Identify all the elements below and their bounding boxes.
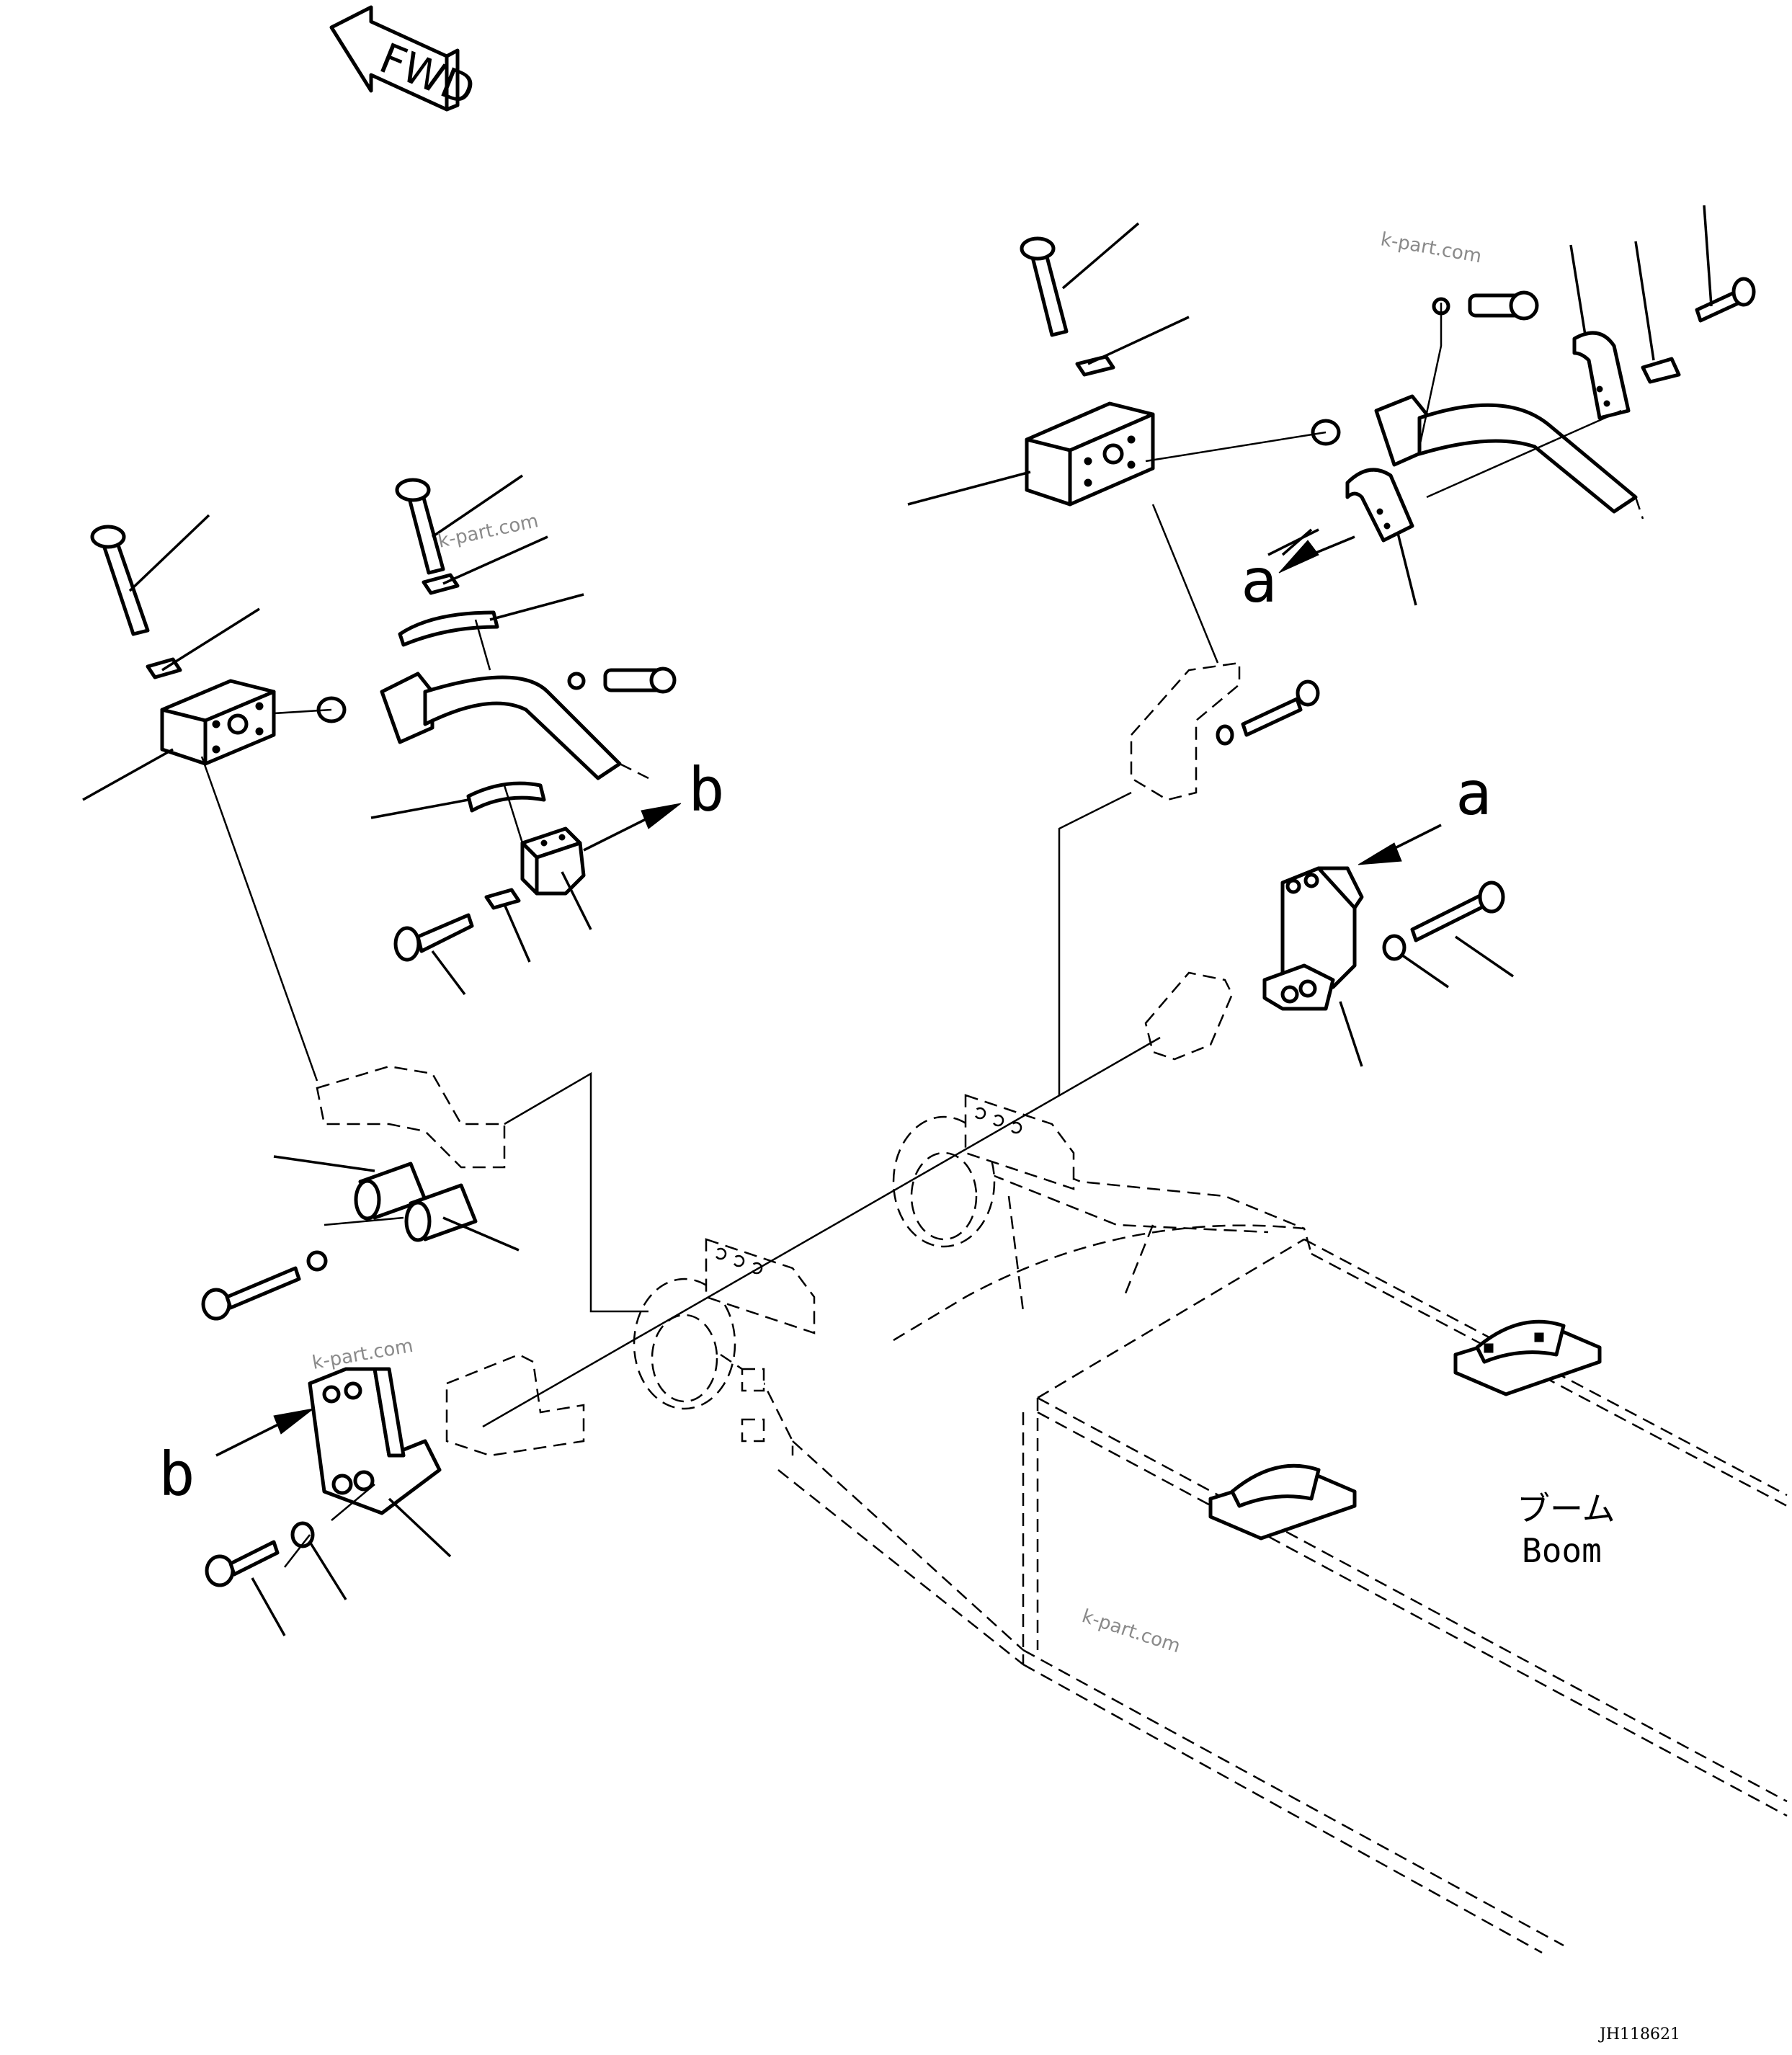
plug-icon (603, 667, 677, 694)
drawing-code: JH118621 (1598, 2025, 1680, 2043)
bracket-a-upper (1262, 866, 1364, 1011)
fwd-arrow-icon: FWD (329, 5, 482, 115)
block-icon (520, 826, 586, 896)
bracket-dashed (1130, 661, 1241, 801)
clamp-half-icon (466, 781, 546, 813)
watermark: k-part.com (1079, 1605, 1183, 1657)
plate-washer-icon (484, 888, 521, 910)
washer-icon (290, 1521, 315, 1548)
bracket-dashed (445, 1353, 585, 1457)
pipe-left (380, 672, 649, 780)
bolt-icon (1216, 679, 1320, 746)
bracket-b-lower (308, 1367, 442, 1515)
clamp-half-icon (398, 610, 499, 647)
bolt-icon (1410, 881, 1505, 942)
bolt-icon (201, 1266, 301, 1321)
bolt-icon (90, 525, 150, 636)
washer-icon (567, 672, 586, 690)
boom (633, 1094, 1788, 1954)
plate-washer-icon (422, 573, 460, 595)
callout-a-label: a (1241, 545, 1278, 616)
boom-label-jp: ブーム (1517, 1489, 1615, 1528)
boom-clamp-upper (1453, 1319, 1602, 1396)
boom-label-en: Boom (1522, 1531, 1602, 1570)
bracket-dashed (1144, 971, 1234, 1061)
callout-b-label: b (159, 1439, 195, 1510)
clamp-bracket-icon (1345, 468, 1414, 543)
plate-washer-icon (1641, 357, 1681, 384)
watermark: k-part.com (1379, 228, 1484, 267)
washer-icon (1382, 934, 1407, 961)
callout-arrows (215, 528, 1442, 1457)
callout-a-label: a (1456, 758, 1492, 829)
plug-icon (1468, 290, 1539, 321)
pipe-right (1374, 394, 1644, 520)
manifold-block-left (160, 679, 276, 766)
collar-icon (354, 1162, 427, 1221)
clamp-bracket-icon (1572, 331, 1631, 420)
boom-clamp-lower (1208, 1463, 1357, 1541)
washer-icon (306, 1250, 328, 1272)
callout-b-label: b (688, 754, 725, 825)
bolt-icon (1695, 277, 1756, 323)
bolt-icon (1020, 236, 1069, 337)
manifold-block-right (1025, 401, 1155, 507)
leader-lines (82, 205, 1713, 1636)
bracket-dashed (316, 1065, 506, 1169)
bolt-icon (393, 913, 474, 962)
bolt-icon (205, 1540, 280, 1587)
bolt-icon (395, 478, 445, 575)
